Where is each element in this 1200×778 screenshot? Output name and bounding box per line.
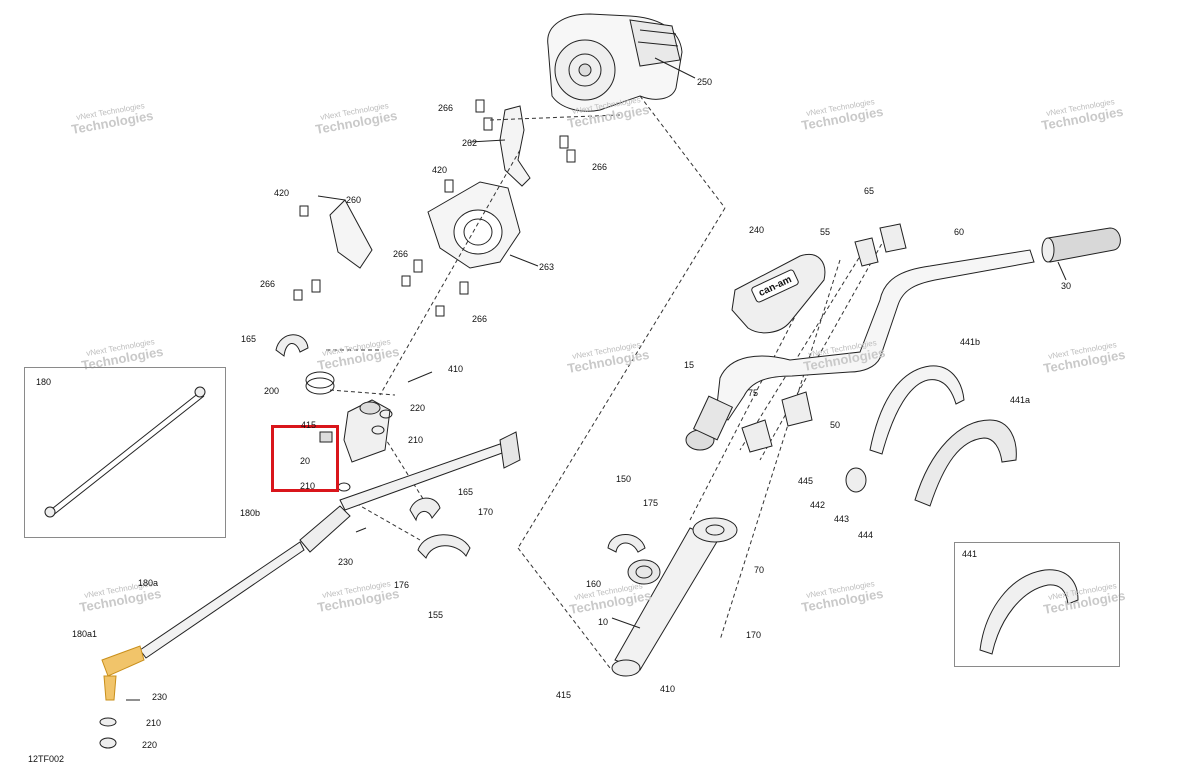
inset-brace-drawing: [979, 569, 1079, 655]
callout-441b[interactable]: 441b: [960, 337, 981, 347]
inset-frame-441: [954, 542, 1120, 667]
callout-266[interactable]: 266: [472, 314, 488, 324]
callout-410[interactable]: 410: [660, 684, 676, 694]
callout-445[interactable]: 445: [798, 476, 814, 486]
callout-170[interactable]: 170: [478, 507, 494, 517]
callout-442[interactable]: 442: [810, 500, 826, 510]
callout-441a[interactable]: 441a: [1010, 395, 1031, 405]
callout-210[interactable]: 210: [300, 481, 316, 491]
pivot-block[interactable]: [319, 371, 433, 492]
callout-15[interactable]: 15: [684, 360, 695, 370]
callout-220[interactable]: 220: [142, 740, 158, 750]
callout-165[interactable]: 165: [458, 487, 474, 497]
handlebar[interactable]: [685, 249, 1035, 451]
callout-266[interactable]: 266: [592, 162, 608, 172]
callout-230[interactable]: 230: [338, 557, 354, 567]
callout-415[interactable]: 415: [301, 420, 317, 430]
callout-55[interactable]: 55: [820, 227, 831, 237]
shaft-clamp[interactable]: [607, 534, 646, 553]
lower-column-bracket[interactable]: [275, 334, 471, 559]
handlebar-grip[interactable]: [1041, 227, 1121, 281]
callout-266[interactable]: 266: [438, 103, 454, 113]
callout-70[interactable]: 70: [754, 565, 765, 575]
handlebar-brace[interactable]: [869, 365, 1017, 507]
callout-263[interactable]: 263: [539, 262, 555, 272]
callout-180a1[interactable]: 180a1: [72, 629, 98, 639]
callout-155[interactable]: 155: [428, 610, 444, 620]
callout-250[interactable]: 250: [697, 77, 713, 87]
callout-65[interactable]: 65: [864, 186, 875, 196]
callout-210[interactable]: 210: [408, 435, 424, 445]
inset-frame-180: [24, 367, 226, 538]
callout-180[interactable]: 180: [36, 377, 52, 387]
callout-150[interactable]: 150: [616, 474, 632, 484]
callout-10[interactable]: 10: [598, 617, 609, 627]
figure-code: 12TF002: [28, 754, 65, 764]
callout-260[interactable]: 260: [346, 195, 362, 205]
steering-column-shaft[interactable]: [611, 517, 738, 677]
callout-60[interactable]: 60: [954, 227, 965, 237]
callout-165[interactable]: 165: [241, 334, 257, 344]
callout-240[interactable]: 240: [749, 225, 765, 235]
callout-20[interactable]: 20: [300, 456, 311, 466]
shaft-bushing[interactable]: [627, 559, 661, 585]
callout-262[interactable]: 262: [462, 138, 478, 148]
callout-410[interactable]: 410: [448, 364, 464, 374]
callout-75[interactable]: 75: [748, 388, 759, 398]
callout-200[interactable]: 200: [264, 386, 280, 396]
callout-210[interactable]: 210: [146, 718, 162, 728]
callout-266[interactable]: 266: [260, 279, 276, 289]
power-steering-motor[interactable]: [547, 13, 696, 112]
side-bracket[interactable]: [317, 195, 373, 269]
callout-180a[interactable]: 180a: [138, 578, 159, 588]
upper-mount-bracket[interactable]: [469, 105, 531, 187]
steering-support-plate[interactable]: [427, 181, 539, 269]
callout-415[interactable]: 415: [556, 690, 572, 700]
callout-176[interactable]: 176: [394, 580, 410, 590]
handlebar-pad[interactable]: [731, 254, 826, 334]
callout-180b[interactable]: 180b: [240, 508, 261, 518]
callout-170[interactable]: 170: [746, 630, 762, 640]
callout-441[interactable]: 441: [962, 549, 978, 559]
callout-160[interactable]: 160: [586, 579, 602, 589]
handlebar-clamps[interactable]: [741, 223, 907, 453]
callout-266[interactable]: 266: [393, 249, 409, 259]
callout-420[interactable]: 420: [432, 165, 448, 175]
highlighted-part-box[interactable]: [271, 425, 339, 492]
callout-443[interactable]: 443: [834, 514, 850, 524]
callout-50[interactable]: 50: [830, 420, 841, 430]
tie-rod-assembly[interactable]: [101, 431, 521, 701]
callout-220[interactable]: 220: [410, 403, 426, 413]
callout-230[interactable]: 230: [152, 692, 168, 702]
inset-tie-rod-drawing: [44, 386, 206, 518]
tie-rod-hardware[interactable]: [99, 527, 367, 749]
screws[interactable]: [293, 99, 576, 317]
callout-175[interactable]: 175: [643, 498, 659, 508]
callout-444[interactable]: 444: [858, 530, 874, 540]
callout-420[interactable]: 420: [274, 188, 290, 198]
callout-30[interactable]: 30: [1061, 281, 1072, 291]
brace-clamp[interactable]: [845, 467, 867, 493]
